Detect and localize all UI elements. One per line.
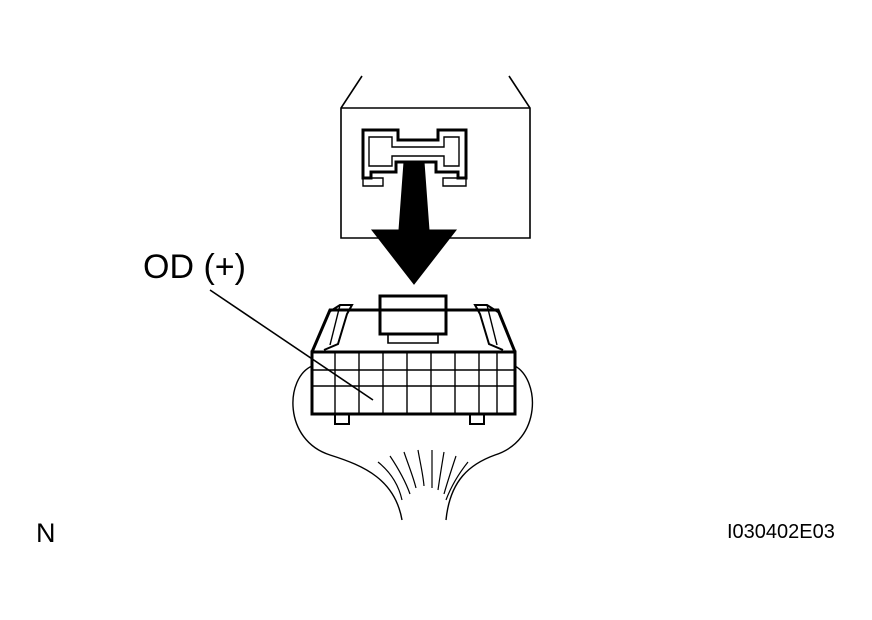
connector-key [380,296,446,334]
connector-key-window [388,334,438,343]
connector-body [312,296,515,424]
connector-face-outline [363,130,466,178]
connector-housing-top [312,310,515,352]
face-tab-right [443,178,466,186]
connector-foot-right [470,414,484,424]
connector-main-block [312,352,515,414]
lock-rail-right [475,305,503,350]
connector-foot-left [335,414,349,424]
lock-rail-right-line [487,305,497,345]
harness-wires [378,450,468,500]
harness-outline [293,366,533,520]
face-tab-left [363,178,383,186]
terminal-callout-label: OD (+) [143,248,246,286]
down-arrow-icon [372,162,456,284]
connector-face-inset [341,76,530,238]
corner-letter-label: N [36,518,56,548]
lock-rail-left-line [330,305,340,345]
lock-rail-left [324,305,352,350]
figure-id-label: I030402E03 [727,521,835,543]
connector-face-inner [369,137,459,166]
callout-leader-line [210,290,373,400]
pin-cavity-columns [335,352,497,414]
